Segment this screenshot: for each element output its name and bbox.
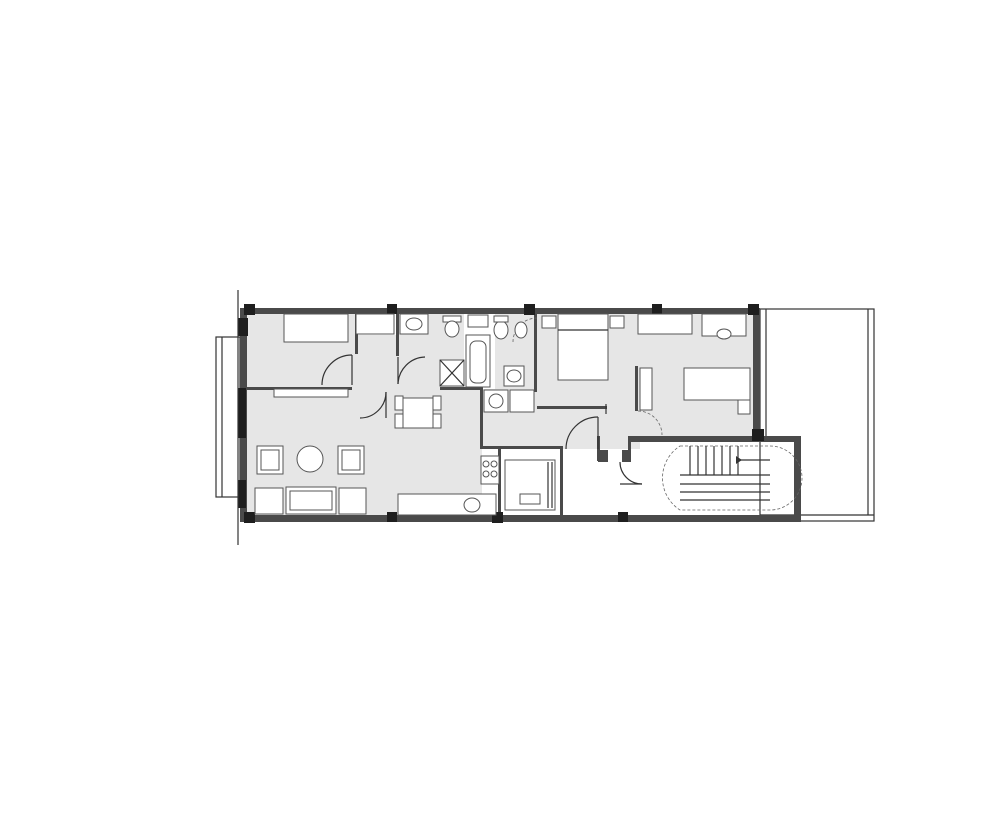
kitchen-sink [463, 497, 481, 513]
fridge [480, 455, 500, 485]
columns [238, 304, 764, 523]
stair-east-wall [794, 436, 801, 522]
stair-arrow-head [736, 456, 742, 464]
elevator [504, 459, 556, 511]
entrance-door-swing [565, 416, 599, 450]
bed [283, 313, 349, 343]
master-bedroom-furniture [541, 313, 747, 381]
interior-wall [622, 450, 631, 462]
laundry-sink [509, 389, 535, 413]
toilet [493, 320, 509, 340]
cabinet [737, 399, 751, 415]
hall-floor [340, 335, 398, 393]
interior-wall [628, 436, 631, 461]
second-bedroom-furniture [639, 367, 751, 415]
east-wall-upper [753, 308, 760, 438]
dining-chair [432, 395, 442, 411]
staircase [662, 445, 803, 511]
ensuite-fixtures [493, 315, 528, 387]
desk [273, 388, 349, 398]
left-balcony [215, 336, 241, 498]
coffee-table [296, 445, 324, 473]
nightstand [609, 315, 625, 329]
nightstand [541, 315, 557, 329]
dining-chair [432, 413, 442, 429]
bedroom-small-furniture [273, 313, 395, 398]
doors [321, 317, 663, 485]
interior-wall [560, 446, 563, 516]
door-swing [619, 461, 643, 485]
right-terrace [759, 308, 875, 522]
desk [639, 367, 653, 411]
south-wall-stair [620, 515, 800, 522]
interior-wall [598, 450, 608, 462]
bed [683, 367, 751, 401]
side-table [338, 487, 367, 515]
interior-wall [635, 366, 638, 411]
interior-wall [480, 389, 483, 449]
interior-wall [440, 387, 483, 390]
double-bed [557, 313, 609, 381]
interior-wall [480, 446, 562, 449]
toilet [444, 320, 460, 338]
stair-treads [680, 446, 770, 501]
door-swing [321, 354, 353, 386]
interior-wall [396, 314, 399, 356]
south-wall [240, 515, 630, 522]
dining-chair [394, 395, 404, 411]
pillar [467, 314, 489, 328]
living-room-furniture [254, 395, 500, 516]
sink [405, 317, 423, 331]
wardrobe [355, 313, 395, 335]
interior-wall [537, 406, 607, 409]
stair-outline [662, 445, 803, 511]
north-wall [240, 308, 760, 314]
wardrobe [637, 313, 693, 335]
kitchen-counter [397, 493, 497, 516]
bathroom-fixtures [399, 313, 535, 413]
bidet [514, 321, 528, 339]
side-table [254, 487, 284, 515]
interior-wall [534, 314, 537, 392]
dining-chair [394, 413, 404, 429]
stair-north-wall [630, 436, 800, 442]
dining-table [402, 397, 434, 429]
